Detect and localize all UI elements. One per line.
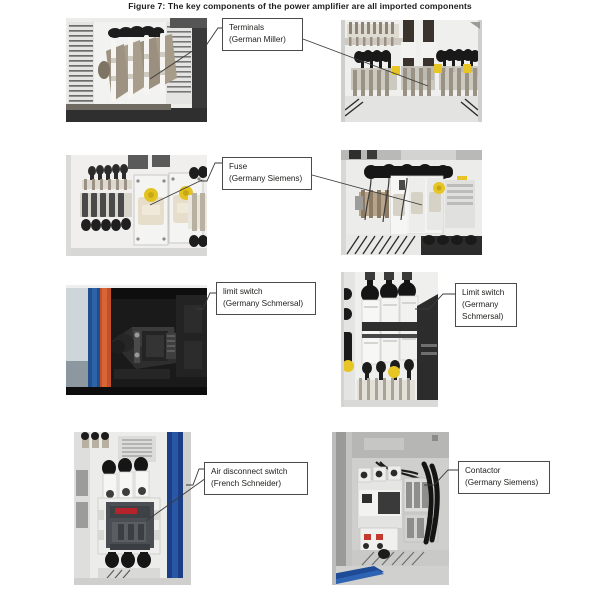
callout-contactor: Contactor (Germany Siemens) <box>458 461 550 494</box>
photo-terminals-cabinet <box>66 18 207 122</box>
leader-terminals-right <box>302 38 429 87</box>
callout-limit-switch-right: Limit switch (Germany Schmersal) <box>455 283 517 327</box>
photo-contactor <box>332 432 449 585</box>
callout-limit-switch-right-line3: Schmersal) <box>462 312 504 322</box>
photo-fuse-assembly <box>341 150 482 255</box>
callout-air-disconnect-switch-line1: Air disconnect switch <box>211 467 288 476</box>
callout-air-disconnect-switch: Air disconnect switch (French Schneider) <box>204 462 308 495</box>
callout-contactor-line2: (Germany Siemens) <box>465 478 539 488</box>
callout-fuse-line2: (Germany Siemens) <box>229 174 303 184</box>
callout-limit-switch-left: limit switch (Germany Schmersal) <box>216 282 316 315</box>
leader-fuse-inner-left <box>149 179 203 206</box>
photo-limit-switch-modules <box>341 272 438 407</box>
figure-caption: Figure 7: The key components of the powe… <box>128 1 472 11</box>
leader-terminals-inner-left <box>149 45 201 80</box>
leader-fuse-left <box>200 162 222 182</box>
leader-limit-left <box>196 292 218 310</box>
leader-limit-right <box>415 293 457 310</box>
callout-terminals: Terminals (German Miller) <box>222 18 303 51</box>
module-indicator <box>342 360 354 372</box>
contactor-button <box>362 494 372 503</box>
photo-air-disconnect-switch <box>74 432 191 585</box>
leader-air-switch-inner <box>145 477 207 522</box>
callout-fuse: Fuse (Germany Siemens) <box>222 157 312 190</box>
callout-terminals-line1: Terminals <box>229 23 265 32</box>
callout-limit-switch-left-line1: limit switch <box>223 287 263 296</box>
callout-limit-switch-left-line2: (Germany Schmersal) <box>223 299 304 309</box>
leader-fuse-right <box>311 174 423 206</box>
callout-limit-switch-right-line1: Limit switch <box>462 288 505 297</box>
callout-terminals-line2: (German Miller) <box>229 35 286 45</box>
callout-limit-switch-right-line2: (Germany <box>462 300 499 310</box>
photo-fuse-panel <box>66 155 207 256</box>
callout-air-disconnect-switch-line2: (French Schneider) <box>211 479 282 489</box>
leader-air-switch-left <box>186 468 206 486</box>
breaker-brand-label <box>115 508 137 514</box>
callout-contactor-line1: Contactor <box>465 466 501 475</box>
module-indicator <box>388 366 400 378</box>
photo-limit-switch-dark <box>66 285 207 395</box>
callout-fuse-line1: Fuse <box>229 162 248 171</box>
leader-contactor <box>424 469 460 486</box>
